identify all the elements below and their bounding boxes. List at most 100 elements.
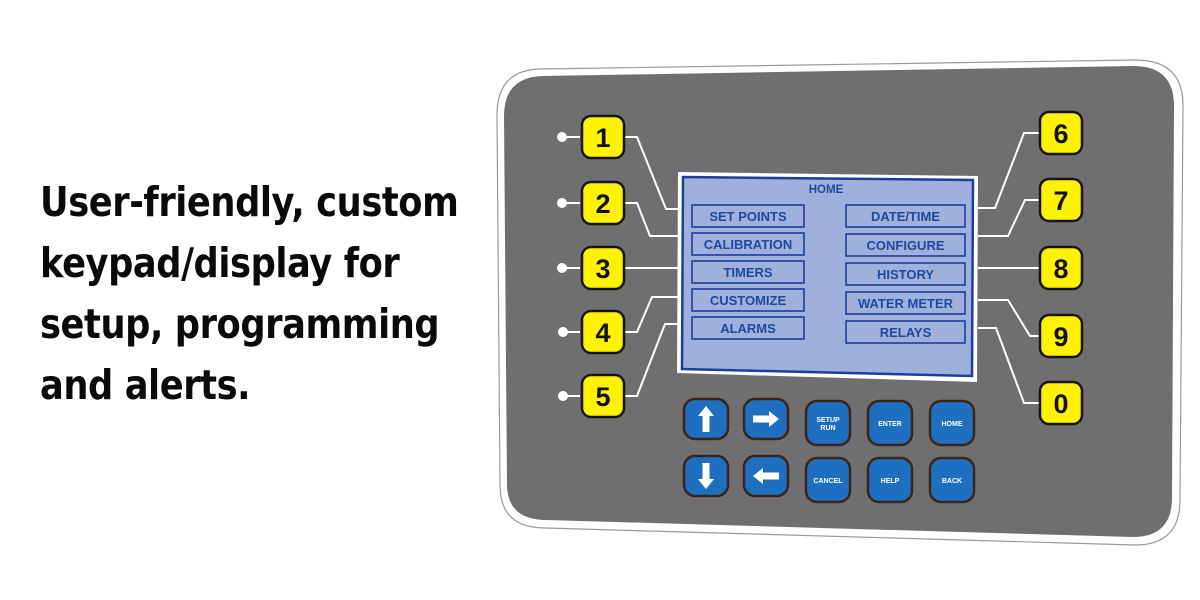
keypad-key-face [928, 399, 976, 447]
number-key-face [1038, 313, 1084, 359]
menu-item-timers[interactable]: TIMERS [691, 260, 805, 284]
number-key-6[interactable]: 6 [1038, 110, 1084, 156]
number-key-5[interactable]: 5 [580, 373, 626, 419]
right-key[interactable] [742, 397, 790, 441]
tagline: User-friendly, custom keypad/display for… [40, 172, 459, 416]
menu-item-configure[interactable]: CONFIGURE [845, 233, 966, 257]
number-key-face [580, 373, 626, 419]
number-key-label: 1 [595, 123, 610, 153]
down-key[interactable] [682, 454, 730, 498]
menu-item-history[interactable]: HISTORY [845, 262, 966, 286]
number-key-face [1038, 177, 1084, 223]
tagline-line-4: and alerts. [40, 361, 251, 409]
indicator-dot-2 [557, 198, 567, 208]
left-number-keys: 1 2 3 4 5 [580, 114, 626, 419]
arrow-left-icon [753, 468, 779, 484]
menu-item-label: CUSTOMIZE [710, 293, 787, 308]
menu-item-label: CALIBRATION [704, 237, 793, 252]
cancel-key[interactable]: CANCEL [804, 456, 852, 504]
keypad-key-label-line1: SETUP [816, 417, 840, 424]
indicator-dot-5 [558, 391, 568, 401]
menu-item-label: CONFIGURE [867, 238, 945, 253]
number-key-1[interactable]: 1 [580, 114, 626, 160]
menu-item-label: DATE/TIME [871, 209, 940, 224]
menu-item-label: WATER METER [858, 296, 954, 311]
number-key-label: 9 [1053, 322, 1068, 352]
menu-item-label: RELAYS [880, 325, 932, 340]
tagline-line-1: User-friendly, custom [40, 178, 459, 226]
number-key-face [580, 180, 626, 226]
keypad-key-label: ENTER [878, 421, 902, 428]
number-key-9[interactable]: 9 [1038, 313, 1084, 359]
menu-item-label: HISTORY [877, 267, 934, 282]
menu-item-date-time[interactable]: DATE/TIME [845, 204, 966, 228]
menu-item-alarms[interactable]: ALARMS [691, 316, 805, 340]
up-key[interactable] [682, 397, 730, 441]
enter-key[interactable]: ENTER [866, 399, 914, 447]
help-key[interactable]: HELP [866, 456, 914, 504]
keypad-key-label: HELP [881, 478, 900, 485]
number-key-4[interactable]: 4 [580, 309, 626, 355]
menu-item-box [845, 262, 966, 286]
indicator-dot-3 [557, 263, 567, 273]
arrow-up-icon [698, 406, 714, 432]
menu-item-box [845, 233, 966, 257]
keypad-key-label: BACK [942, 478, 962, 485]
left-key[interactable] [742, 454, 790, 498]
keypad-key-face [804, 399, 852, 447]
screen-title: HOME [809, 184, 844, 196]
number-key-label: 6 [1053, 119, 1068, 149]
arrow-down-icon [698, 463, 714, 489]
home-key[interactable]: HOME [928, 399, 976, 447]
number-key-8[interactable]: 8 [1038, 245, 1084, 291]
keypad-key-face [866, 399, 914, 447]
number-key-label: 8 [1053, 254, 1068, 284]
menu-item-box [691, 316, 805, 340]
left-menu: SET POINTS CALIBRATION TIMERS CUSTOMIZE ALAR… [691, 204, 805, 340]
number-key-face [1038, 245, 1084, 291]
menu-item-label: SET POINTS [709, 209, 787, 224]
number-key-face [580, 309, 626, 355]
number-key-3[interactable]: 3 [580, 245, 626, 291]
number-key-0[interactable]: 0 [1038, 380, 1084, 426]
right-menu: DATE/TIME CONFIGURE HISTORY WATER METER RELA… [845, 204, 966, 344]
menu-item-customize[interactable]: CUSTOMIZE [691, 288, 805, 312]
menu-item-box [691, 232, 805, 256]
number-key-face [1038, 110, 1084, 156]
keypad-key-face [866, 456, 914, 504]
menu-item-box [845, 204, 966, 228]
arrow-right-icon [753, 411, 779, 427]
menu-item-calibration[interactable]: CALIBRATION [691, 232, 805, 256]
menu-item-label: TIMERS [723, 265, 772, 280]
number-key-label: 2 [595, 189, 610, 219]
indicator-dot-4 [558, 327, 568, 337]
number-key-label: 7 [1053, 186, 1068, 216]
menu-item-label: ALARMS [720, 321, 776, 336]
tagline-line-3: setup, programming [40, 300, 440, 348]
menu-item-water-meter[interactable]: WATER METER [845, 291, 966, 315]
number-key-2[interactable]: 2 [580, 180, 626, 226]
keypad-key-face [928, 456, 976, 504]
menu-item-box [691, 288, 805, 312]
number-key-face [580, 114, 626, 160]
number-key-7[interactable]: 7 [1038, 177, 1084, 223]
right-number-keys: 6 7 8 9 0 [1038, 110, 1084, 426]
menu-item-box [691, 204, 805, 228]
menu-item-box [845, 320, 966, 344]
tagline-line-2: keypad/display for [40, 239, 400, 287]
menu-item-box [845, 291, 966, 315]
number-key-label: 5 [595, 382, 610, 412]
number-key-label: 4 [595, 318, 610, 348]
left-indicator-dots [557, 132, 568, 401]
back-key[interactable]: BACK [928, 456, 976, 504]
menu-item-set-points[interactable]: SET POINTS [691, 204, 805, 228]
right-connector-lines [978, 132, 1040, 404]
menu-item-box [691, 260, 805, 284]
menu-item-relays[interactable]: RELAYS [845, 320, 966, 344]
keypad-key-label: CANCEL [813, 478, 843, 485]
number-key-label: 3 [595, 254, 610, 284]
number-key-label: 0 [1053, 389, 1068, 419]
